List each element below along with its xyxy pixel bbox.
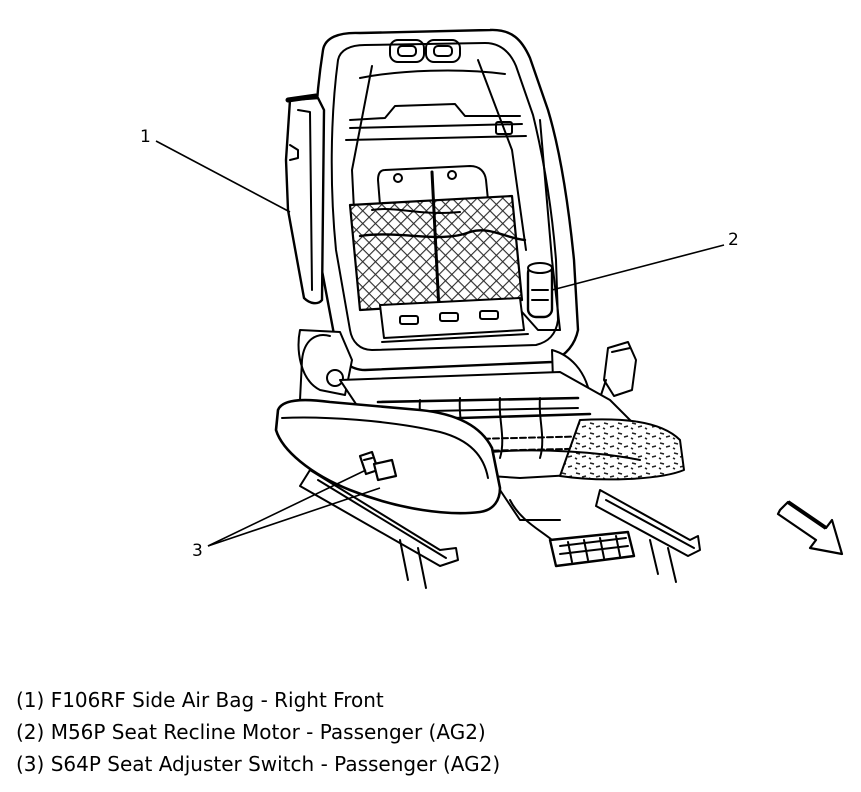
legend-item-2: (2) M56P Seat Recline Motor - Passenger … [16,720,486,744]
callout-1: 1 [140,127,151,147]
legend-item-3: (3) S64P Seat Adjuster Switch - Passenge… [16,752,501,776]
seat-adjuster-switch [358,450,398,482]
leader-lines [155,140,725,547]
seat-illustration: 1 2 3 [140,28,844,589]
leader-line-1 [155,140,291,213]
seat-recline-motor [521,262,561,331]
leader-line-3b [207,487,381,547]
seat-tracks [299,469,701,589]
front-direction-arrow-icon [776,500,844,556]
side-air-bag [284,93,326,305]
callout-2: 2 [728,230,739,250]
legend-item-1: (1) F106RF Side Air Bag - Right Front [16,688,384,712]
seat-back-frame [313,28,580,372]
leader-line-3a [207,469,367,547]
callout-3: 3 [192,541,203,561]
legend: (1) F106RF Side Air Bag - Right Front (2… [16,684,500,780]
leader-line-2 [551,244,725,291]
